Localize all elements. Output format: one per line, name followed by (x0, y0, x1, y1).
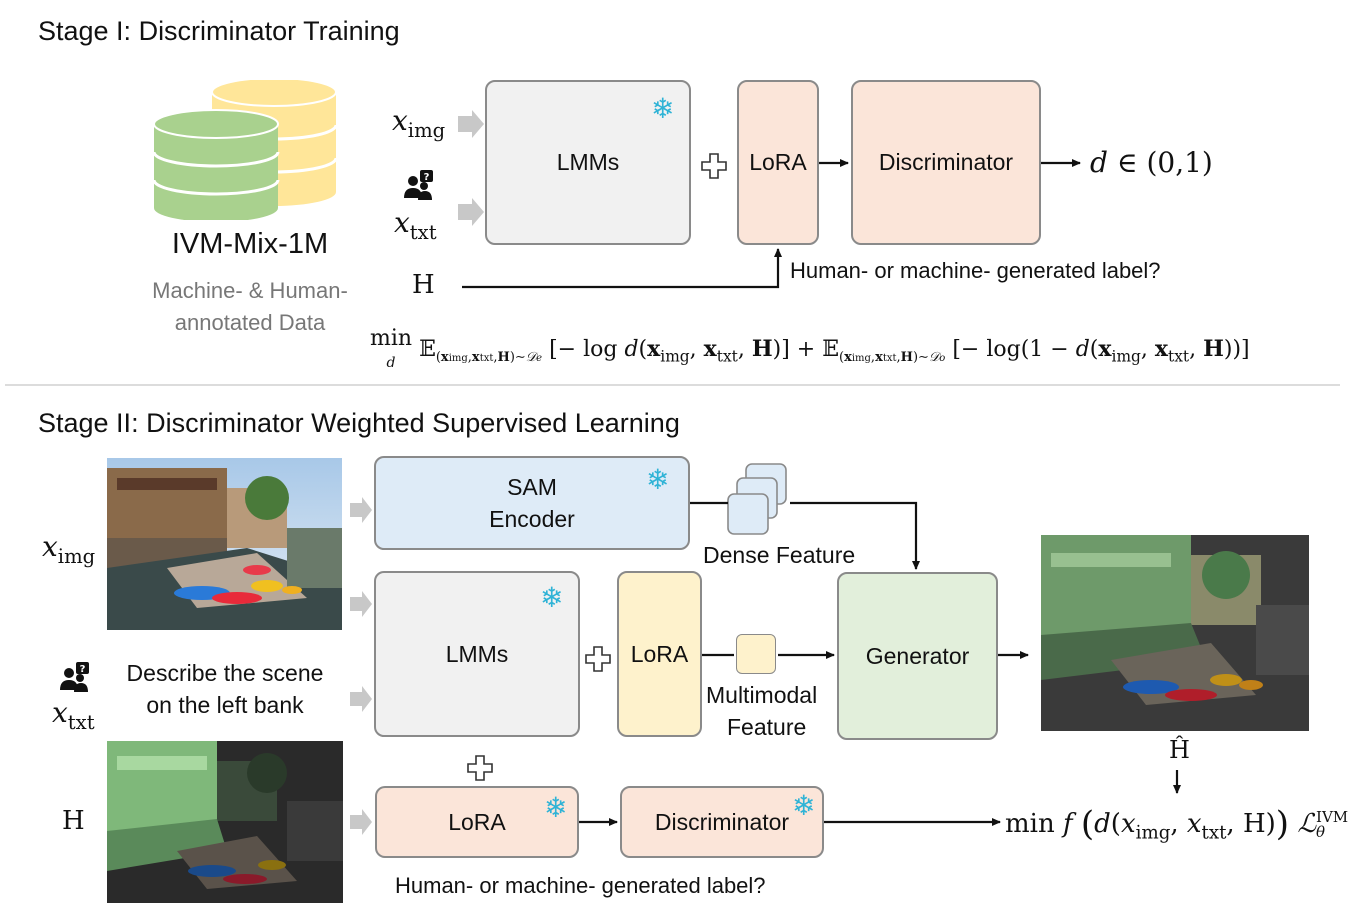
user-question-icon: ? (60, 662, 89, 692)
stage2-lora-box: LoRA (617, 571, 702, 737)
stage2-title: Stage II: Discriminator Weighted Supervi… (38, 408, 680, 438)
stage2-lmm-box: LMMs (374, 571, 580, 737)
stage1-h-label: H (412, 270, 435, 300)
snowflake-icon: ❄ (792, 790, 816, 821)
database-icon (152, 80, 338, 220)
stage1-lmm-label: LMMs (556, 149, 620, 176)
stage2-discriminator-label: Discriminator (654, 808, 790, 835)
plus-icon (701, 153, 727, 179)
generator-box: Generator (837, 572, 998, 740)
plus-icon (467, 755, 493, 781)
stage1-lmm-box: LMMs (485, 80, 691, 245)
dataset-name: IVM-Mix-1M (171, 228, 329, 260)
stage1-output-label: d ∈ (0,1) (1090, 146, 1213, 179)
snowflake-icon: ❄ (544, 792, 568, 823)
stage1-x-img: ximg (392, 104, 446, 142)
dataset-desc-line1: Machine- & Human- (152, 278, 348, 303)
stage2-x-txt: xtxt (52, 696, 95, 734)
svg-text:?: ? (424, 172, 430, 183)
stage2-discriminator-box: Discriminator (620, 786, 824, 858)
input-image (107, 458, 342, 630)
snowflake-icon: ❄ (540, 582, 564, 613)
h-hat-label: Ĥ (1169, 736, 1190, 764)
stage1-title: Stage I: Discriminator Training (38, 16, 400, 46)
stage2-lmm-label: LMMs (445, 640, 509, 667)
snowflake-icon: ❄ (651, 93, 675, 124)
multimodal-feature-line1: Multimodal (706, 682, 818, 708)
stage2-x-img: ximg (42, 530, 96, 568)
stage2-bottom-lora-box: LoRA (375, 786, 579, 858)
sam-encoder-box: SAM Encoder (374, 456, 690, 550)
output-image (1041, 535, 1309, 731)
stage2-bottom-lora-label: LoRA (448, 808, 506, 835)
stage1-discriminator-box: Discriminator (851, 80, 1041, 245)
generator-label: Generator (865, 642, 970, 669)
dense-feature-stack-icon (727, 463, 787, 535)
sam-label-line1: SAM (507, 473, 557, 500)
multimodal-feature-icon (736, 634, 776, 674)
stage1-lora-label: LoRA (749, 149, 807, 176)
stage2-h-label: H (62, 806, 85, 836)
text-prompt-line2: on the left bank (146, 692, 304, 718)
plus-icon (585, 646, 611, 672)
stage2-lora-label: LoRA (630, 640, 689, 667)
stage-divider (5, 384, 1340, 386)
dense-feature-label: Dense Feature (703, 542, 856, 568)
snowflake-icon: ❄ (646, 464, 670, 495)
user-question-icon: ? (404, 170, 433, 200)
text-prompt-line1: Describe the scene (126, 660, 324, 686)
sam-label-line2: Encoder (489, 506, 575, 532)
stage1-x-txt: xtxt (394, 206, 437, 244)
svg-text:?: ? (80, 664, 86, 675)
stage1-discriminator-label: Discriminator (878, 149, 1014, 176)
multimodal-feature-line2: Feature (727, 714, 807, 740)
dataset-desc-line2: annotated Data (174, 310, 326, 335)
h-label-image (107, 741, 343, 903)
stage2-question: Human- or machine- generated label? (395, 873, 766, 898)
stage1-question: Human- or machine- generated label? (790, 258, 1161, 283)
stage1-lora-box: LoRA (737, 80, 819, 245)
